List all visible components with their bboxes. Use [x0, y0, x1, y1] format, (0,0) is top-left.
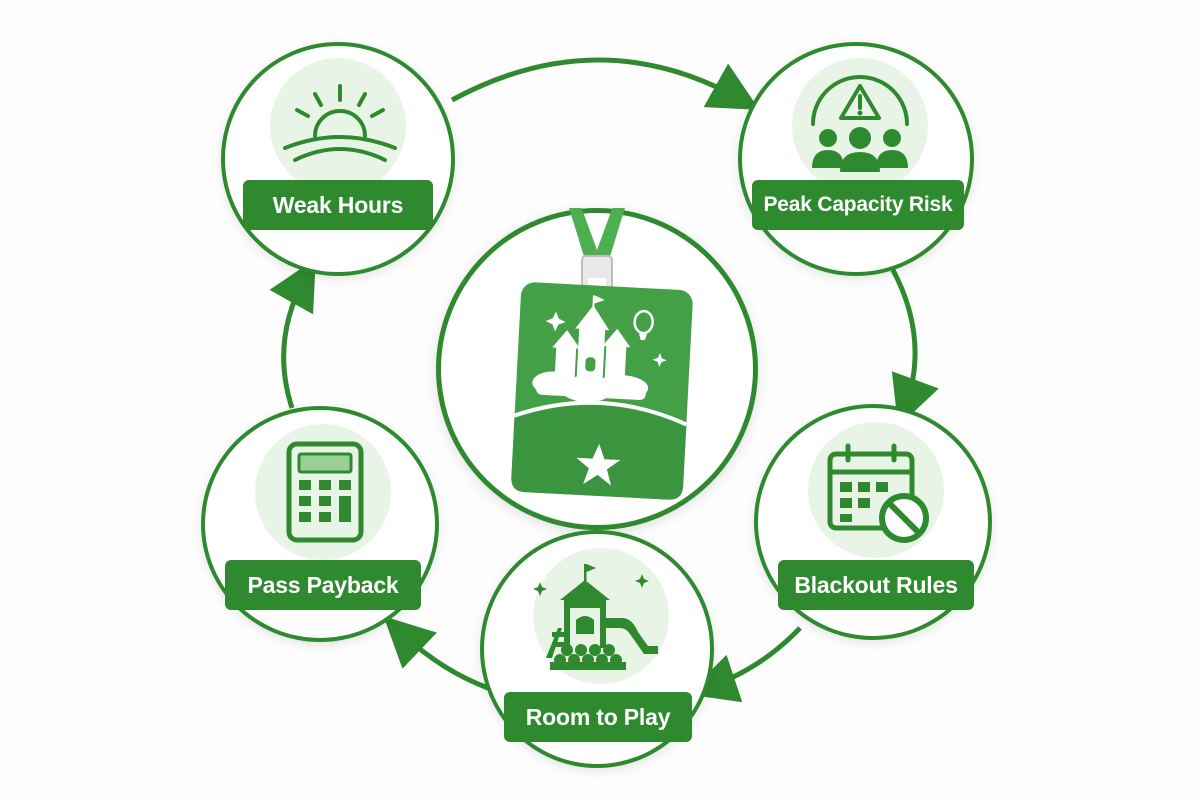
castle-badge-pass-icon: [511, 208, 693, 500]
node-weak-hours: Weak Hours: [221, 42, 455, 276]
center-node: [436, 208, 758, 530]
node-label: Pass Payback: [225, 560, 421, 610]
calendar-blocked-icon: [827, 443, 929, 543]
arrow-payback-to-weak: [269, 258, 316, 409]
sunrise-icon: [283, 84, 397, 162]
arrow-blackout-to-room: [687, 626, 802, 703]
node-label: Room to Play: [504, 692, 692, 742]
calculator-icon: [286, 441, 364, 543]
node-peak-capacity-risk: Peak Capacity Risk: [738, 42, 974, 276]
arrow-room-to-payback: [383, 616, 489, 691]
playground-icon: [533, 564, 658, 670]
node-room-to-play: Room to Play: [480, 530, 714, 768]
node-pass-payback: Pass Payback: [201, 406, 439, 642]
arrow-weak-to-peak: [450, 57, 760, 110]
node-blackout-rules: Blackout Rules: [754, 404, 992, 640]
node-label: Peak Capacity Risk: [752, 180, 964, 230]
node-label: Weak Hours: [243, 180, 433, 230]
arrow-peak-to-blackout: [890, 268, 939, 427]
crowd-warning-icon: [811, 75, 909, 172]
node-label: Blackout Rules: [778, 560, 974, 610]
